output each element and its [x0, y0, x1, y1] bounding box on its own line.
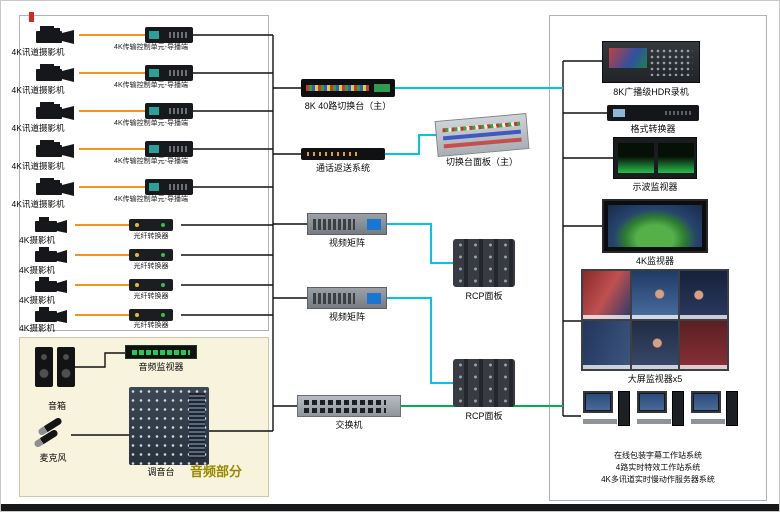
studio-camera-icon	[33, 61, 79, 90]
waveform-screen	[618, 143, 654, 173]
intercom-icon	[301, 148, 385, 160]
workstation-label: 在线包装字幕工作站系统	[614, 451, 702, 460]
transmission-unit-label: 4K传输控制单元-导播端	[114, 120, 188, 127]
speaker-label: 音箱	[47, 401, 66, 411]
transmission-unit-icon	[145, 65, 193, 81]
waveform-screen	[658, 143, 694, 173]
camera-label: 4K讯道摄影机	[11, 161, 65, 171]
switcher-panel-icon	[434, 113, 530, 157]
workstation-monitor	[583, 391, 613, 413]
workstation-tower	[672, 391, 684, 426]
transmission-unit-icon	[145, 141, 193, 157]
hdr-recorder-icon	[602, 41, 700, 83]
format-converter-icon	[607, 105, 699, 121]
studio-camera-icon	[33, 23, 79, 52]
camera-label: 4K讯道摄影机	[11, 123, 65, 133]
mixer-label: 调音台	[147, 467, 175, 477]
audio-monitor-icon	[125, 345, 197, 359]
rcp-panel-label: RCP面板	[465, 411, 503, 421]
hdr-recorder-label: 8K广播级HDR录机	[613, 87, 689, 97]
mixing-console-icon	[129, 387, 209, 465]
wall-screen	[583, 271, 630, 319]
fiber-converter-icon	[129, 249, 173, 261]
fiber-converter-icon	[129, 219, 173, 231]
rcp-panel-icon	[453, 239, 515, 287]
audio-monitor-label: 音频监视器	[138, 362, 184, 372]
switcher-panel-label: 切换台面板（主）	[445, 157, 518, 167]
workstation-monitor	[637, 391, 667, 413]
transmission-unit-label: 4K传输控制单元-导播端	[114, 158, 188, 165]
workstation-tower	[618, 391, 630, 426]
camera-label: 4K讯道摄影机	[11, 47, 65, 57]
studio-camera-icon	[33, 99, 79, 128]
network-switch-icon	[297, 395, 401, 417]
transmission-unit-icon	[145, 103, 193, 119]
video-wall-icon	[581, 269, 729, 371]
rcp-panel-label: RCP面板	[465, 291, 503, 301]
network-switch-label: 交换机	[335, 420, 363, 430]
workstation-keyboard	[637, 419, 671, 424]
fader-strip	[189, 393, 205, 459]
camera-label: 4K摄影机	[19, 265, 55, 275]
workstation-tower	[726, 391, 738, 426]
wall-screen	[583, 321, 630, 369]
workstation-label: 4路实时特效工作站系统	[615, 463, 701, 472]
camera-icon	[33, 245, 73, 270]
camera-icon	[33, 275, 73, 300]
waveform-monitor-icon	[613, 137, 697, 179]
wall-screen	[680, 271, 727, 319]
speaker-icon	[35, 347, 53, 387]
rcp-panel-icon	[453, 359, 515, 407]
fiber-converter-label: 光纤转换器	[133, 263, 169, 270]
switcher-label: 8K 40路切换台（主）	[304, 101, 392, 111]
workstation-keyboard	[691, 419, 725, 424]
transmission-unit-label: 4K传输控制单元-导播端	[114, 82, 188, 89]
tally-marker	[29, 12, 34, 22]
camera-label: 4K讯道摄影机	[11, 199, 65, 209]
monitor-4k-label: 4K监视器	[635, 256, 674, 266]
workstation-label: 4K多讯道实时慢动作服务器系统	[601, 475, 715, 484]
audio-section-title: 音频部分	[189, 464, 242, 479]
transmission-unit-label: 4K传输控制单元-导播端	[114, 44, 188, 51]
wall-screen	[680, 321, 727, 369]
microphone-label: 麦克风	[39, 453, 67, 463]
wall-screen	[631, 321, 679, 369]
camera-label: 4K讯道摄影机	[11, 85, 65, 95]
monitor-screen	[608, 205, 702, 247]
fiber-converter-label: 光纤转换器	[133, 233, 169, 240]
fiber-converter-icon	[129, 279, 173, 291]
video-matrix-icon	[307, 287, 387, 309]
format-converter-label: 格式转换器	[630, 124, 676, 134]
transmission-unit-label: 4K传输控制单元-导播端	[114, 196, 188, 203]
speaker-icon	[57, 347, 75, 387]
camera-label: 4K摄影机	[19, 235, 55, 245]
fiber-converter-label: 光纤转换器	[133, 322, 169, 329]
video-matrix-label: 视频矩阵	[328, 312, 365, 322]
waveform-monitor-label: 示波监视器	[632, 182, 678, 192]
fiber-converter-icon	[129, 309, 173, 321]
workstation-icon	[637, 391, 684, 449]
wall-screen	[631, 271, 679, 319]
transmission-unit-icon	[145, 27, 193, 43]
camera-icon	[33, 215, 73, 240]
monitor-4k-icon	[602, 199, 708, 253]
video-matrix-icon	[307, 213, 387, 235]
video-matrix-label: 视频矩阵	[328, 238, 365, 248]
video-wall-label: 大屏监视器x5	[627, 374, 683, 384]
camera-label: 4K摄影机	[19, 323, 55, 333]
workstation-keyboard	[583, 419, 617, 424]
camera-icon	[33, 305, 73, 330]
studio-camera-icon	[33, 137, 79, 166]
switcher-icon	[301, 79, 395, 97]
intercom-label: 通话返送系统	[315, 163, 370, 173]
studio-camera-icon	[33, 175, 79, 204]
transmission-unit-icon	[145, 179, 193, 195]
workstation-monitor	[691, 391, 721, 413]
bottom-bar	[1, 504, 779, 511]
workstation-icon	[583, 391, 630, 449]
workstation-icon	[691, 391, 738, 449]
fiber-converter-label: 光纤转换器	[133, 293, 169, 300]
camera-label: 4K摄影机	[19, 295, 55, 305]
